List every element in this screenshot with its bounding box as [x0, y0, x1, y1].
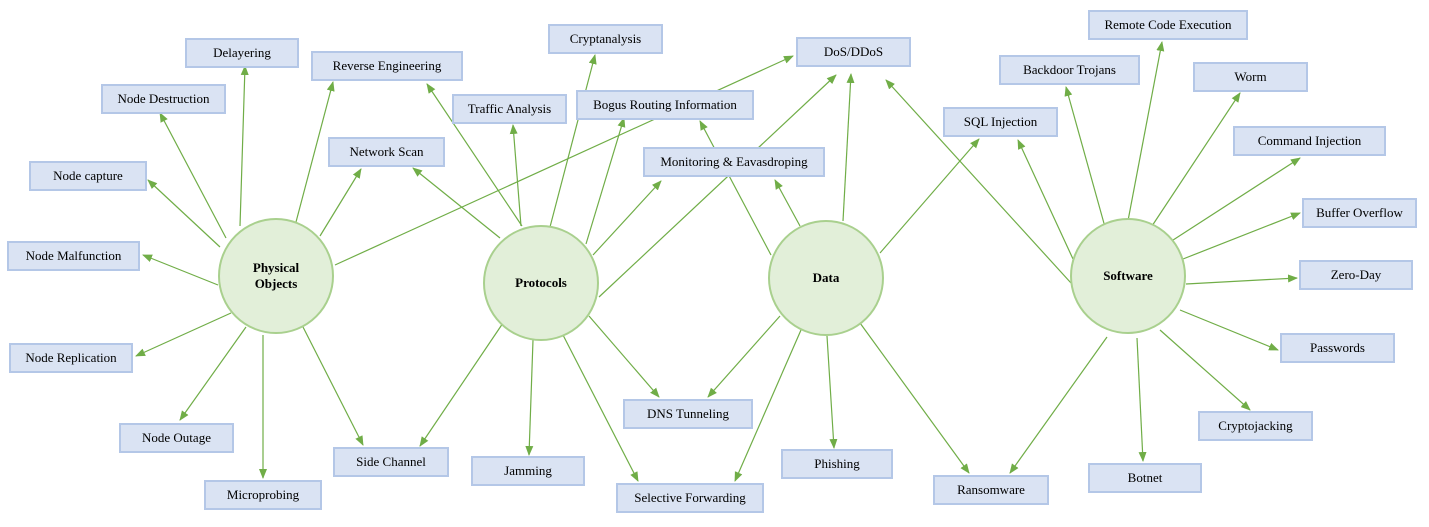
arrow-jamming: [525, 339, 534, 456]
node-selective-forwarding: Selective Forwarding: [616, 483, 764, 513]
arrow-data-bogus-routing: [699, 120, 772, 256]
arrow-bogus-routing: [585, 117, 626, 245]
arrow-monitoring: [592, 180, 662, 256]
node-network-scan: Network Scan: [328, 137, 445, 167]
node-jamming: Jamming: [471, 456, 585, 486]
node-worm: Worm: [1193, 62, 1308, 92]
arrow-network-scan: [319, 168, 362, 237]
node-sql-injection: SQL Injection: [943, 107, 1058, 137]
arrow-phishing: [826, 335, 838, 449]
arrow-protocols-side-channel: [419, 322, 504, 447]
arrow-protocols-reverse-engineering: [426, 83, 523, 227]
node-bogus-routing-information: Bogus Routing Information: [576, 90, 754, 120]
node-passwords: Passwords: [1280, 333, 1395, 363]
node-command-injection: Command Injection: [1233, 126, 1386, 156]
node-reverse-engineering: Reverse Engineering: [311, 51, 463, 81]
arrow-data-dns-tunneling: [707, 315, 781, 398]
node-backdoor-trojans: Backdoor Trojans: [999, 55, 1140, 85]
arrow-ransomware: [859, 322, 970, 474]
node-botnet: Botnet: [1088, 463, 1202, 493]
node-cryptojacking: Cryptojacking: [1198, 411, 1313, 441]
arrow-traffic-analysis: [509, 124, 522, 227]
node-ransomware: Ransomware: [933, 475, 1049, 505]
node-cryptanalysis: Cryptanalysis: [548, 24, 663, 54]
arrow-software-ransomware: [1009, 336, 1108, 474]
node-phishing: Phishing: [781, 449, 893, 479]
arrow-software-dos: [885, 79, 1072, 284]
arrow-botnet: [1136, 337, 1147, 462]
arrow-backdoor-trojans: [1064, 86, 1106, 228]
arrow-passwords: [1179, 309, 1279, 351]
arrow-node-replication: [135, 312, 232, 357]
node-node-malfunction: Node Malfunction: [7, 241, 140, 271]
node-dns-tunneling: DNS Tunneling: [623, 399, 753, 429]
arrow-reverse-engineering: [295, 81, 335, 223]
arrow-data-monitoring: [774, 179, 801, 227]
node-microprobing: Microprobing: [204, 480, 322, 510]
arrow-selective-forwarding: [562, 334, 639, 482]
arrow-node-capture: [147, 179, 221, 248]
arrow-remote-code-execution: [1126, 41, 1165, 227]
node-traffic-analysis: Traffic Analysis: [452, 94, 567, 124]
arrow-worm: [1149, 92, 1241, 230]
arrow-protocols-network-scan: [412, 167, 501, 239]
arrow-sql-injection: [879, 138, 980, 254]
arrow-protocols-to-dos: [598, 74, 837, 298]
arrow-data-selective-forwarding: [734, 329, 802, 482]
arrow-software-sql-injection: [1017, 139, 1074, 260]
arrow-zero-day: [1185, 274, 1298, 285]
hub-software: Software: [1070, 218, 1186, 334]
node-dos-ddos: DoS/DDoS: [796, 37, 911, 67]
node-node-outage: Node Outage: [119, 423, 234, 453]
arrow-buffer-overflow: [1182, 212, 1301, 260]
arrow-cryptojacking: [1159, 329, 1251, 411]
hub-physical-objects: Physical Objects: [218, 218, 334, 334]
hub-protocols: Protocols: [483, 225, 599, 341]
node-delayering: Delayering: [185, 38, 299, 68]
arrow-data-dos: [842, 73, 855, 222]
node-side-channel: Side Channel: [333, 447, 449, 477]
arrow-delayering: [239, 65, 249, 227]
node-monitoring-eavesdropping: Monitoring & Eavasdroping: [643, 147, 825, 177]
node-buffer-overflow: Buffer Overflow: [1302, 198, 1417, 228]
arrow-node-malfunction: [142, 254, 219, 286]
arrow-node-outage: [179, 326, 247, 421]
node-zero-day: Zero-Day: [1299, 260, 1413, 290]
arrow-node-destruction: [159, 112, 227, 239]
node-node-replication: Node Replication: [9, 343, 133, 373]
node-node-destruction: Node Destruction: [101, 84, 226, 114]
node-node-capture: Node capture: [29, 161, 147, 191]
arrow-command-injection: [1169, 157, 1301, 243]
arrow-protocols-dns-tunneling: [588, 315, 660, 398]
node-remote-code-execution: Remote Code Execution: [1088, 10, 1248, 40]
arrow-cryptanalysis: [549, 54, 597, 228]
hub-data: Data: [768, 220, 884, 336]
arrow-side-channel: [302, 326, 364, 446]
